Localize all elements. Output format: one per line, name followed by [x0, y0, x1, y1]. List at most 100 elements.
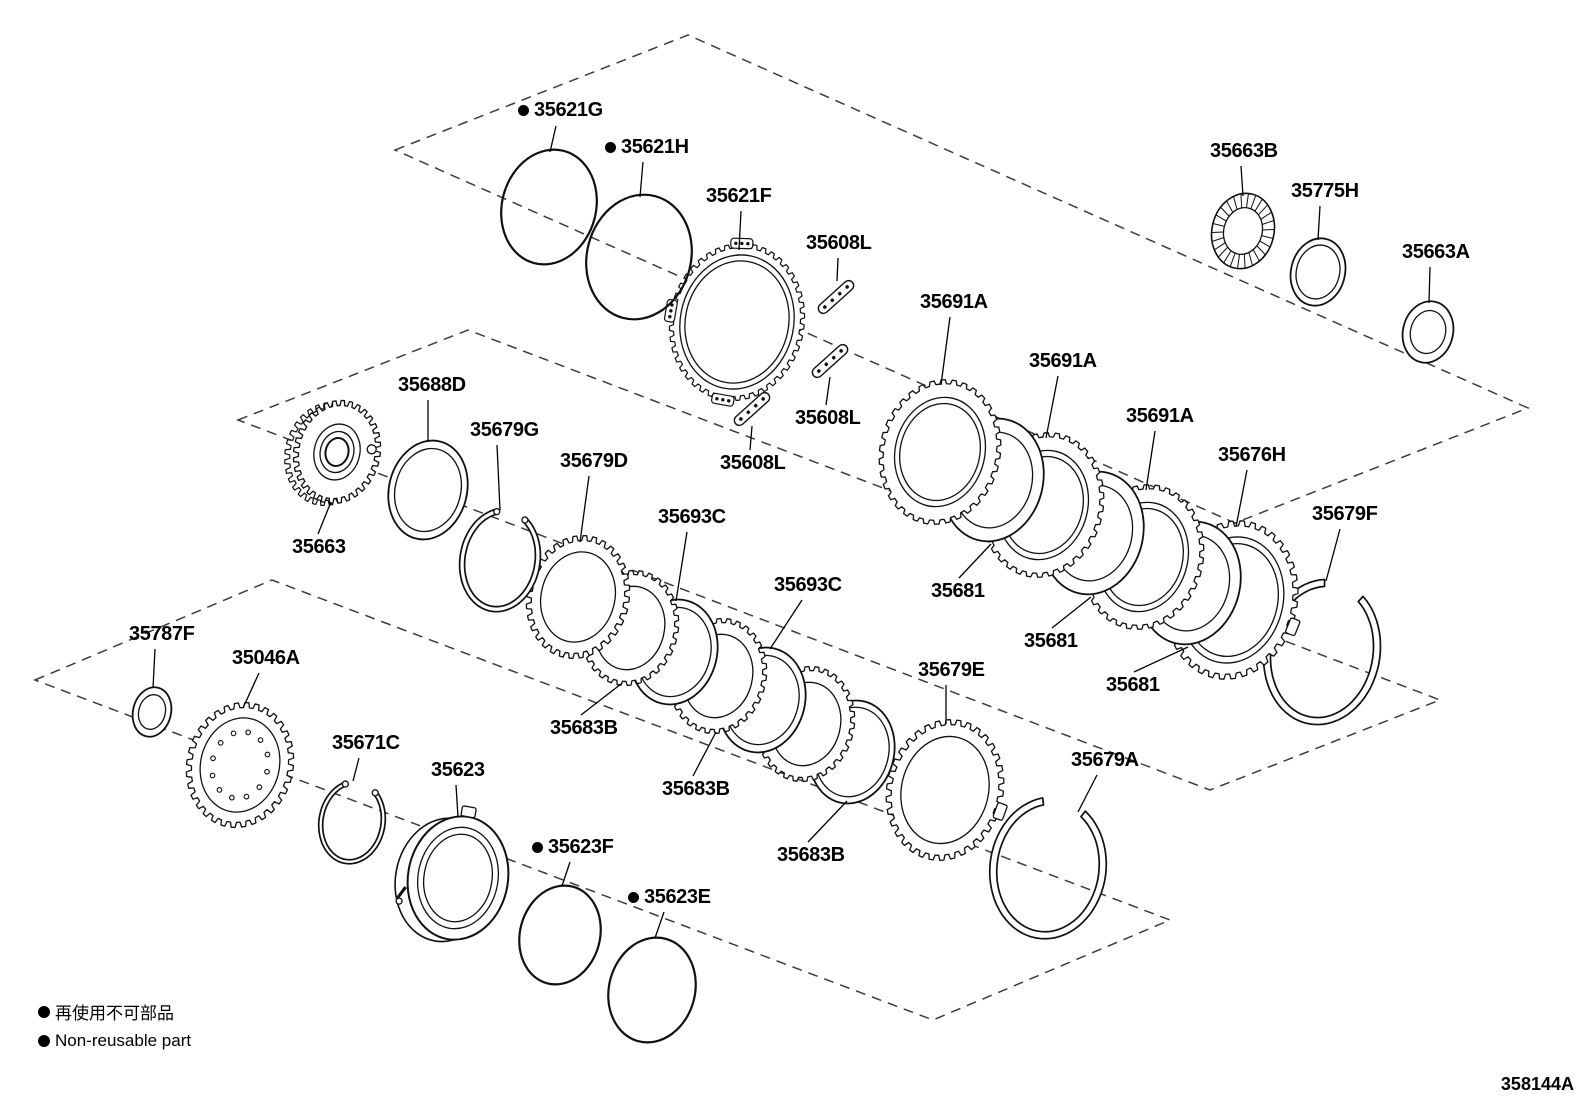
diagram-code: 358144A: [1500, 1074, 1574, 1094]
leader-line-35671C: [352, 757, 360, 782]
part-number: 35663: [292, 536, 346, 558]
leader-line-35623F: [561, 861, 571, 887]
part-number: 35681: [1024, 630, 1078, 652]
part-number: 35693C: [658, 506, 726, 528]
leader-line-35681-2: [1051, 596, 1092, 629]
part-label-35693C-2: 35693C: [774, 574, 842, 596]
leader-line-35621H: [639, 161, 644, 198]
part-shape-35663A: [1401, 300, 1455, 364]
part-label-35775H: 35775H: [1291, 180, 1359, 202]
part-number: 35679G: [470, 419, 539, 441]
leader-line-35775H: [1317, 205, 1321, 241]
part-label-35679F: 35679F: [1312, 503, 1378, 525]
part-shape-35608L-1: [817, 279, 855, 315]
part-number: 35608L: [720, 452, 786, 474]
part-shape-35679G: [458, 507, 542, 613]
part-shape-35623F: [518, 884, 602, 986]
leader-line-35683B-1: [580, 683, 622, 716]
leader-line-35608L-3: [749, 425, 753, 451]
part-number: 35691A: [1126, 405, 1194, 427]
non-reusable-bullet-icon: [532, 841, 543, 853]
part-number: 35679D: [560, 450, 628, 472]
leader-line-35691A-2: [1045, 375, 1059, 439]
part-number: 35679E: [918, 659, 985, 681]
part-shape-35623: [394, 805, 510, 943]
leader-line-35679D: [579, 475, 590, 543]
part-label-35671C: 35671C: [332, 732, 400, 754]
part-shape-35663B: [1210, 192, 1276, 270]
legend-row-en: Non-reusable part: [38, 1031, 191, 1051]
part-number: 35679A: [1071, 749, 1139, 771]
part-number: 35623E: [644, 886, 711, 908]
leader-line-35623E: [654, 911, 665, 939]
leader-line-35663: [317, 501, 332, 535]
part-shape-35621F: [663, 237, 806, 407]
part-label-35663: 35663: [292, 536, 346, 558]
part-label-35787F: 35787F: [129, 623, 195, 645]
leader-line-35691A-3: [1145, 430, 1156, 491]
part-label-35693C-1: 35693C: [658, 506, 726, 528]
leader-line-35679A: [1077, 774, 1098, 813]
part-shape-35679D: [525, 534, 631, 660]
part-number: 35608L: [806, 232, 872, 254]
leader-line-35679F: [1325, 528, 1341, 582]
leader-line-35608L-1: [836, 257, 839, 282]
non-reusable-bullet-icon: [518, 104, 529, 116]
part-label-35621H: 35621H: [605, 136, 689, 158]
part-number: 35671C: [332, 732, 400, 754]
part-label-35621G: 35621G: [518, 99, 603, 121]
part-shape-35608L-3: [733, 391, 771, 427]
part-number: 35691A: [920, 291, 988, 313]
part-label-35681-3: 35681: [1106, 674, 1160, 696]
part-label-35683B-3: 35683B: [777, 844, 845, 866]
part-shape-35046A: [185, 701, 295, 829]
leader-line-35046A: [242, 672, 260, 709]
part-label-35688D: 35688D: [398, 374, 466, 396]
part-number: 35787F: [129, 623, 195, 645]
legend-text-en: Non-reusable part: [55, 1031, 192, 1050]
part-label-35623: 35623: [431, 759, 485, 781]
part-number: 35679F: [1312, 503, 1378, 525]
part-shape-35787F: [131, 686, 173, 738]
part-label-35679G: 35679G: [470, 419, 539, 441]
part-number: 35683B: [777, 844, 845, 866]
part-number: 35663B: [1210, 140, 1278, 162]
part-label-35679D: 35679D: [560, 450, 628, 472]
leader-line-35621G: [549, 125, 557, 153]
part-label-35608L-3: 35608L: [720, 452, 786, 474]
part-label-35683B-1: 35683B: [550, 717, 618, 739]
part-shape-35679A: [988, 797, 1108, 940]
part-label-35046A: 35046A: [232, 647, 300, 669]
leader-line-35621F: [738, 210, 742, 251]
leader-line-35683B-3: [807, 800, 848, 843]
part-number: 35046A: [232, 647, 300, 669]
part-shape-35679F: [1262, 578, 1382, 726]
leader-line-35681-3: [1133, 646, 1189, 673]
legend-text-jp: 再使用不可部品: [55, 1004, 174, 1023]
part-number: 35623F: [548, 836, 614, 858]
leader-line-35663B: [1240, 165, 1244, 197]
part-number: 35681: [1106, 674, 1160, 696]
leader-line-35693C-1: [675, 531, 688, 602]
part-number: 35681: [931, 580, 985, 602]
part-shape-35671C: [317, 780, 387, 865]
part-shape-35775H: [1289, 237, 1347, 307]
part-label-35679A: 35679A: [1071, 749, 1139, 771]
leader-line-35693C-2: [769, 599, 803, 650]
legend-row-jp: 再使用不可部品: [38, 999, 191, 1024]
part-number: 35608L: [795, 407, 861, 429]
part-label-35691A-3: 35691A: [1126, 405, 1194, 427]
part-number: 35683B: [550, 717, 618, 739]
part-number: 35621G: [534, 99, 603, 121]
part-number: 35623: [431, 759, 485, 781]
leader-line-35691A-1: [940, 316, 951, 386]
part-shape-35691A-1: [878, 379, 1002, 525]
part-shape-35623E: [607, 936, 697, 1044]
part-label-35663B: 35663B: [1210, 140, 1278, 162]
leader-line-35623: [455, 784, 459, 818]
part-label-35683B-2: 35683B: [662, 778, 730, 800]
part-number: 35663A: [1402, 241, 1470, 263]
